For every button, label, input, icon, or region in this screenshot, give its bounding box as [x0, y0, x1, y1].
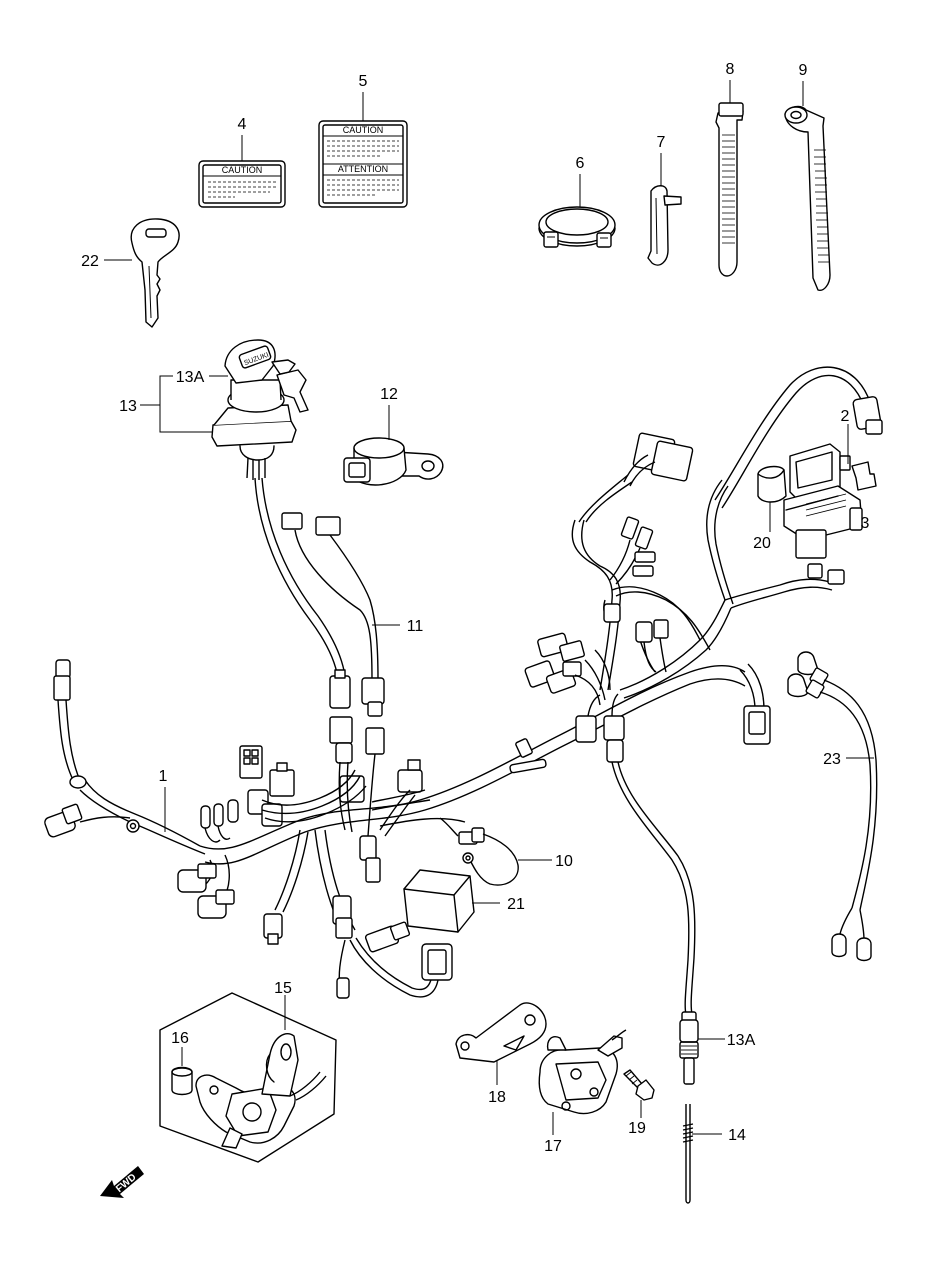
callout-6: 6 [576, 155, 585, 172]
callout-23: 22 [81, 253, 99, 270]
callout-24: 23 [823, 751, 841, 768]
callout-7: 7 [657, 134, 666, 151]
callout-19: 18 [488, 1089, 506, 1106]
callout-8: 8 [726, 61, 735, 78]
sensor-14 [606, 739, 699, 1085]
callout-20: 19 [628, 1120, 646, 1137]
hose-clamp [538, 206, 616, 248]
switch-assembly-16 [195, 1033, 327, 1149]
callout-9: 9 [799, 62, 808, 79]
callout-4: 4 [238, 116, 247, 133]
inset-box [159, 992, 337, 1163]
callout-14: 13A [727, 1032, 756, 1049]
callout-13: 13 [119, 398, 137, 415]
caution-attention-label: CAUTION ATTENTION [318, 120, 408, 208]
callout-12: 12 [380, 386, 398, 403]
lead-wire-24 [787, 651, 878, 962]
spring-pin-15 [682, 1104, 694, 1204]
callout-1: 1 [159, 768, 168, 785]
callout-22: 21 [507, 896, 525, 913]
callout-17: 16 [171, 1030, 189, 1047]
callout-3: 3 [861, 515, 870, 532]
ignition-switch: SUZUKI [211, 339, 309, 480]
sub-harness-11 [254, 477, 385, 717]
cable-tie [715, 102, 744, 277]
ground-wire-10 [462, 833, 519, 886]
callout-11: 11 [407, 618, 424, 635]
callout-15: 14 [728, 1127, 746, 1144]
caution-label-small-title: CAUTION [222, 165, 263, 175]
fuse-relay-box [757, 443, 877, 559]
callout-21: 20 [753, 535, 771, 552]
switch-18 [538, 1029, 627, 1115]
bolt-20 [623, 1069, 655, 1101]
caution-attention-label-title: CAUTION [343, 125, 384, 135]
callout-16: 15 [274, 980, 292, 997]
fwd-arrow-icon: FWD [100, 1166, 144, 1198]
caution-label-small: CAUTION [198, 160, 286, 208]
ignition-key [130, 218, 180, 328]
switch-12 [343, 437, 444, 486]
bracket-19 [455, 1002, 547, 1063]
callout-10: 10 [555, 853, 573, 870]
relay-22 [403, 869, 475, 933]
callout-2: 2 [841, 408, 850, 425]
callout-18: 17 [544, 1138, 562, 1155]
callout-5: 5 [359, 73, 368, 90]
cable-tie-mount [784, 105, 831, 291]
callout-13a: 13A [176, 369, 205, 386]
main-wiring-harness [44, 366, 883, 999]
caution-attention-label-title-2: ATTENTION [338, 164, 388, 174]
grommet-17 [171, 1066, 193, 1096]
wire-holder-clip [647, 185, 682, 266]
